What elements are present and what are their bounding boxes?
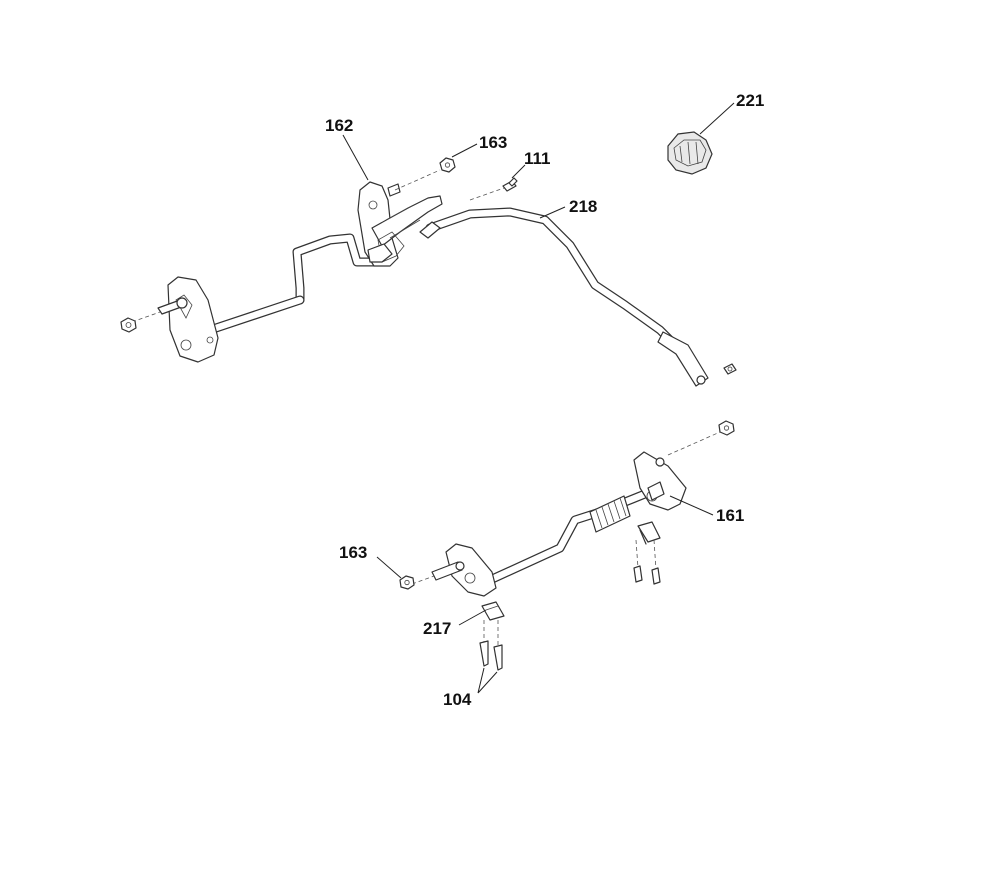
part-163-nut-top — [439, 157, 456, 173]
part-217-clip — [481, 601, 505, 621]
callout-218: 218 — [569, 197, 597, 216]
leader-162 — [342, 134, 369, 181]
rod-end-screw — [723, 363, 737, 375]
callout-163-top: 163 — [479, 133, 507, 152]
lower-left-axis-line — [411, 575, 435, 585]
lower-left-bracket — [431, 543, 497, 597]
callout-221: 221 — [736, 91, 764, 110]
screw-axis — [469, 187, 505, 201]
part-104-bolts — [479, 640, 503, 671]
right-nut — [718, 420, 735, 436]
part-162-handle-bracket — [357, 181, 443, 267]
leader-163-bottom — [376, 556, 402, 579]
callout-217: 217 — [423, 619, 451, 638]
callout-104: 104 — [443, 690, 472, 709]
upper-left-nut — [120, 317, 137, 333]
bracket-axis-top — [394, 169, 441, 191]
leader-104 — [477, 667, 498, 694]
clip-axis — [483, 620, 499, 646]
leader-217 — [458, 609, 487, 626]
leader-111 — [511, 164, 526, 179]
part-161-right-bracket — [633, 451, 687, 511]
right-clip — [637, 521, 661, 545]
right-bolts — [633, 565, 661, 585]
upper-shaft — [205, 295, 305, 335]
callout-161: 161 — [716, 506, 744, 525]
callout-163-bottom: 163 — [339, 543, 367, 562]
part-163-nut-bottom — [399, 575, 415, 590]
leader-218 — [539, 206, 566, 219]
callout-111: 111 — [524, 149, 551, 168]
leader-161 — [669, 495, 714, 516]
part-221-grip-cap — [667, 131, 713, 175]
leader-221 — [699, 102, 735, 135]
upper-left-axis-line — [131, 311, 161, 323]
part-111-screw — [502, 177, 518, 192]
upper-left-bracket — [157, 276, 219, 363]
lower-spring — [589, 495, 631, 533]
right-fastener-axis — [635, 539, 657, 571]
leader-163-top — [451, 143, 478, 158]
callout-162: 162 — [325, 116, 353, 135]
part-218-lift-rod — [292, 207, 709, 387]
right-axis-line — [667, 431, 721, 456]
